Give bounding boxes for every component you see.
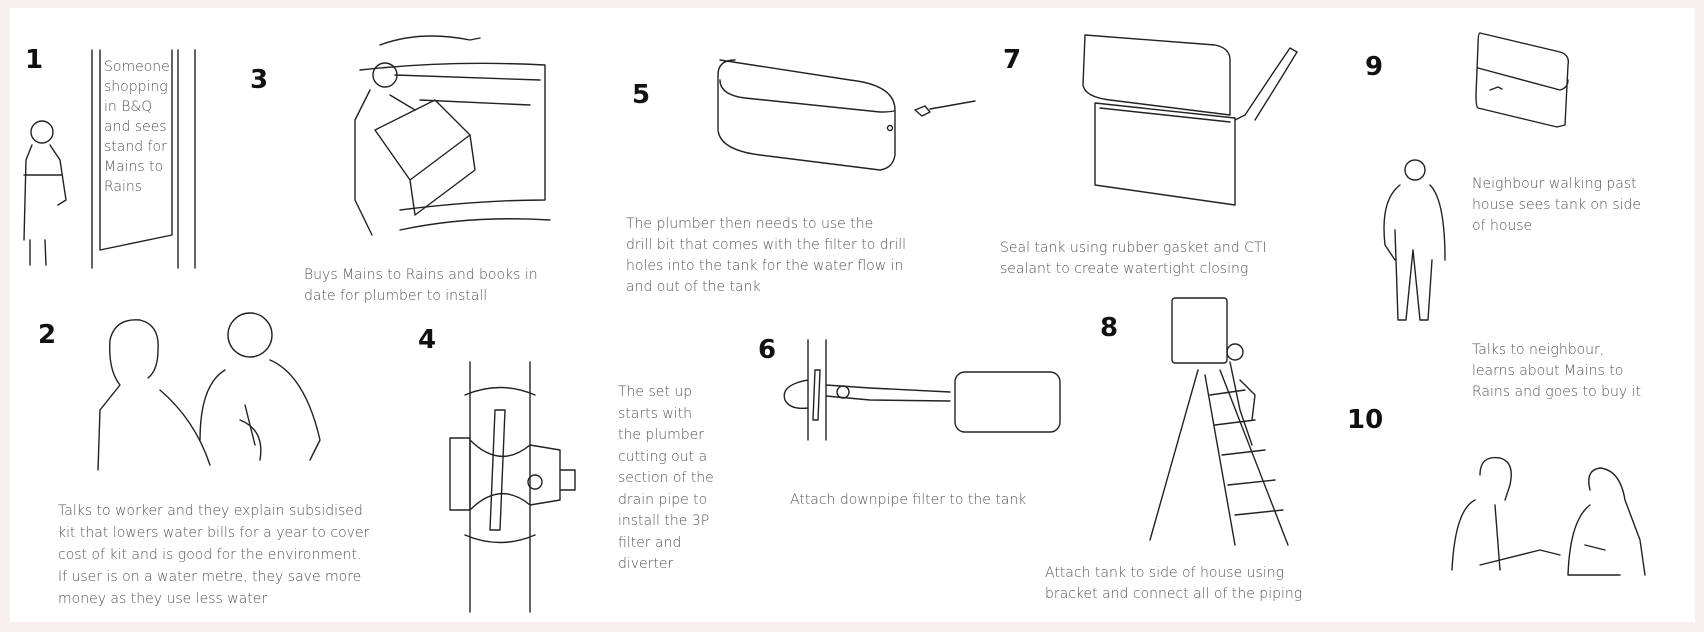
caption-line: stand for: [104, 139, 167, 155]
caption-line: starts with: [618, 405, 693, 422]
caption-line: cutting out a: [618, 448, 708, 465]
caption-line: Attach downpipe filter to the tank: [790, 492, 1027, 508]
caption-line: Someone: [104, 59, 170, 75]
caption-line: The plumber then needs to use the: [626, 216, 874, 232]
step-10-caption: Talks to neighbour, learns about Mains t…: [1472, 340, 1641, 403]
caption-line: holes into the tank for the water flow i…: [626, 258, 904, 274]
caption-line: house sees tank on side: [1472, 197, 1642, 213]
caption-line: kit that lowers water bills for a year t…: [58, 525, 370, 541]
caption-line: Rains: [104, 179, 143, 195]
caption-line: section of the: [618, 470, 714, 486]
caption-line: Rains and goes to buy it: [1472, 384, 1641, 400]
step9-neighbour-illustration: [1383, 159, 1446, 321]
caption-line: in B&Q: [104, 99, 153, 115]
caption-line: the plumber: [618, 427, 704, 443]
step-4-number: 4: [418, 325, 437, 355]
caption-line: learns about Mains to: [1472, 363, 1624, 379]
step6-filter-to-tank-illustration: [783, 339, 1061, 441]
caption-line: Neighbour walking past: [1472, 176, 1637, 192]
step10-couple-illustration: [1451, 456, 1646, 576]
step-6-number: 6: [758, 335, 777, 365]
step-9-caption: Neighbour walking past house sees tank o…: [1472, 174, 1641, 237]
caption-line: cost of kit and is good for the environm…: [58, 547, 362, 563]
step-3-number: 3: [250, 65, 269, 95]
caption-line: The set up: [618, 384, 693, 400]
caption-line: sealant to create watertight closing: [1000, 261, 1249, 277]
step-8-caption: Attach tank to side of house using brack…: [1045, 563, 1302, 605]
step-1-number: 1: [25, 45, 44, 75]
caption-line: drill bit that comes with the filter to …: [626, 237, 907, 253]
caption-line: Seal tank using rubber gasket and CTI: [1000, 240, 1267, 256]
caption-line: If user is on a water metre, they save m…: [58, 569, 362, 585]
step-4-caption: The set up starts with the plumber cutti…: [618, 382, 714, 576]
caption-line: Buys Mains to Rains and books in: [304, 267, 538, 283]
storyboard-panel: [10, 8, 1695, 622]
step-9-number: 9: [1365, 52, 1384, 82]
caption-line: and out of the tank: [626, 279, 761, 295]
step8-ladder-illustration: [1149, 297, 1289, 546]
caption-line: of house: [1472, 218, 1533, 234]
step3-car-box-illustration: [354, 35, 551, 236]
caption-line: Talks to worker and they explain subsidi…: [58, 503, 363, 519]
caption-line: money as they use less water: [58, 591, 268, 607]
step-5-number: 5: [632, 80, 651, 110]
step-10-number: 10: [1347, 405, 1384, 435]
step4-pipe-filter-illustration: [449, 361, 576, 613]
caption-line: date for plumber to install: [304, 288, 488, 304]
caption-line: Attach tank to side of house using: [1045, 565, 1284, 581]
caption-line: filter and: [618, 534, 682, 551]
step2-conversation-illustration: [97, 312, 321, 471]
caption-line: Mains to: [104, 159, 164, 175]
caption-line: bracket and connect all of the piping: [1045, 586, 1303, 602]
caption-line: drain pipe to: [618, 491, 708, 508]
step7-tank-seal-illustration: [1082, 34, 1298, 206]
caption-line: install the 3P: [618, 513, 710, 529]
step-3-caption: Buys Mains to Rains and books in date fo…: [304, 265, 538, 307]
step-7-number: 7: [1003, 45, 1022, 75]
step-8-number: 8: [1100, 313, 1119, 343]
caption-line: diverter: [618, 556, 674, 572]
step-6-caption: Attach downpipe filter to the tank: [790, 490, 1026, 511]
caption-line: shopping: [104, 79, 168, 95]
step1-shopper-illustration: [23, 49, 196, 269]
step-7-caption: Seal tank using rubber gasket and CTI se…: [1000, 238, 1267, 280]
caption-line: Talks to neighbour,: [1472, 342, 1605, 358]
step5-tank-drill-illustration: [717, 59, 976, 171]
step-1-caption: Someone shopping in B&Q and sees stand f…: [104, 57, 170, 197]
caption-line: and sees: [104, 119, 167, 135]
step-2-number: 2: [38, 320, 57, 350]
step9-tank-illustration: [1475, 32, 1570, 128]
step-2-caption: Talks to worker and they explain subsidi…: [58, 500, 369, 610]
step-5-caption: The plumber then needs to use the drill …: [626, 214, 906, 298]
